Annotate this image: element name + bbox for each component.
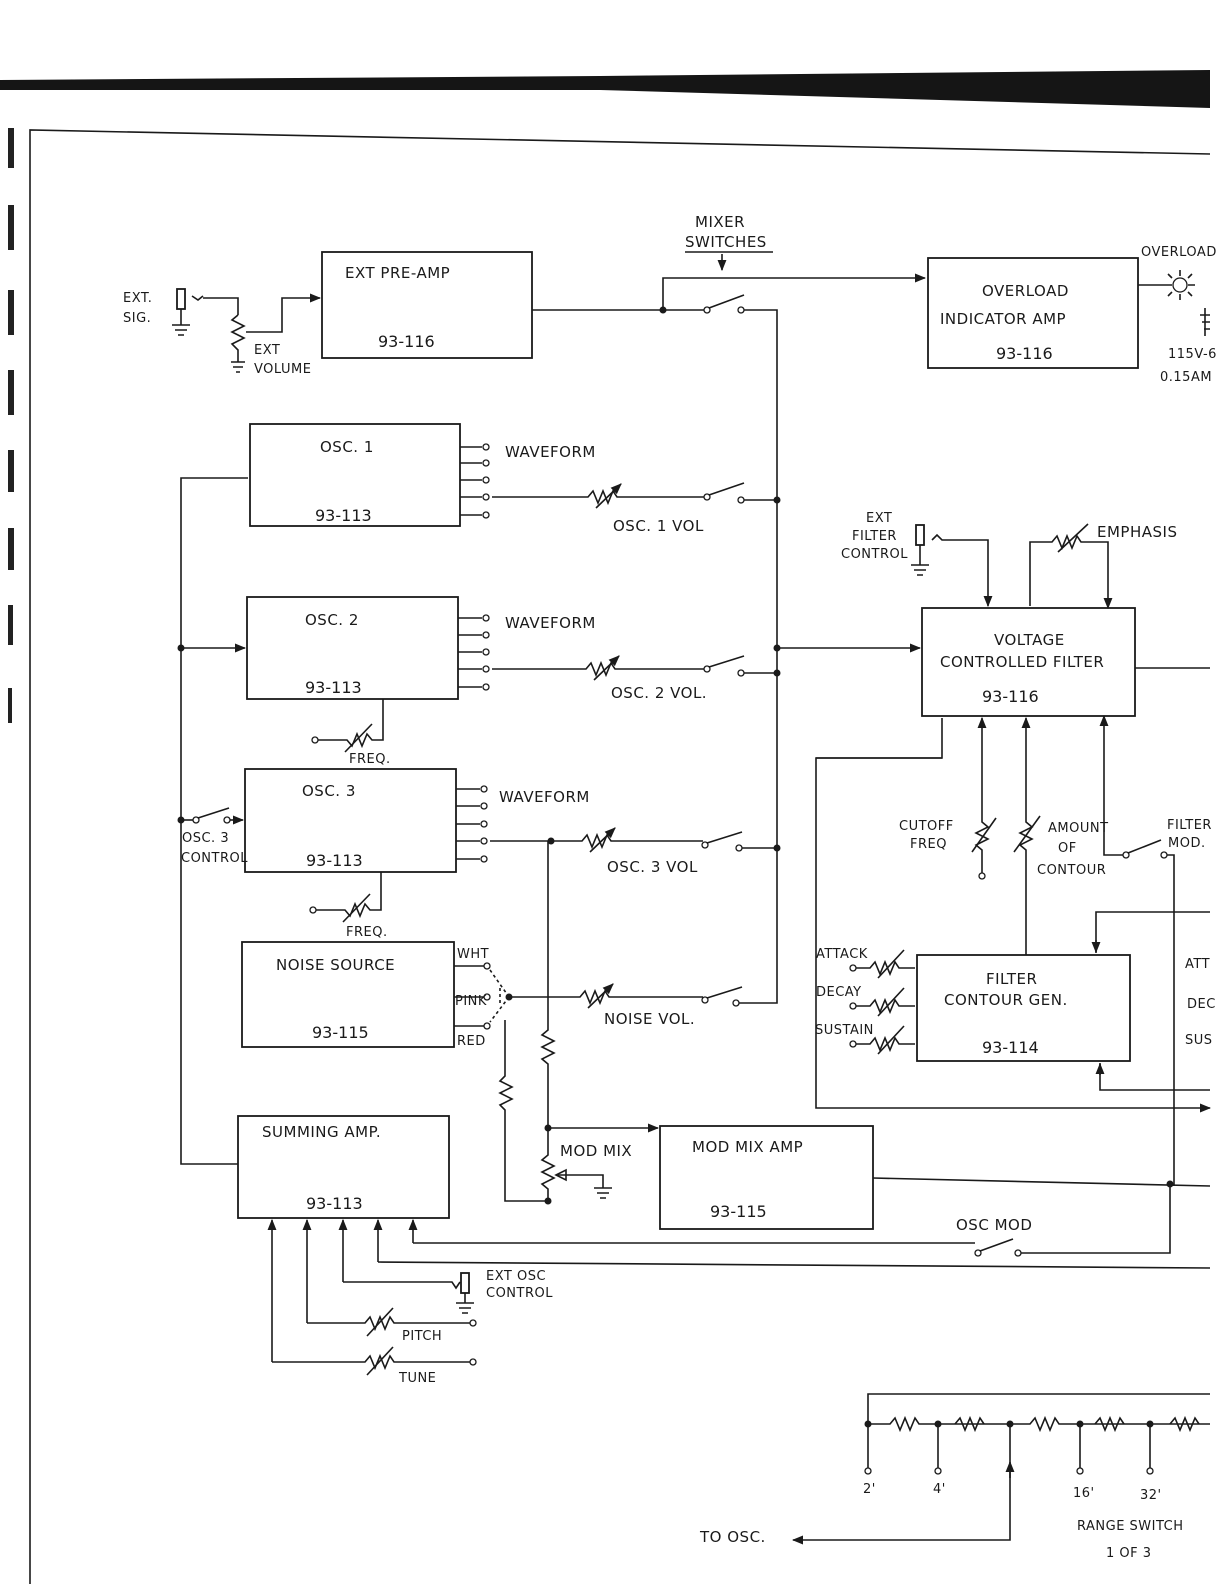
- osc3-control-label-1: OSC. 3: [182, 831, 229, 846]
- osc3-control-label-2: CONTROL: [181, 851, 248, 866]
- summing-amp-block: SUMMING AMP. 93-113: [237, 1115, 450, 1219]
- decay-label: DECAY: [816, 985, 862, 1000]
- ext-osc-control-label-1: EXT OSC: [486, 1269, 546, 1284]
- mod-mix-amp-block: MOD MIX AMP 93-115: [659, 1125, 874, 1230]
- ext-volume-label-2: VOLUME: [254, 362, 311, 377]
- osc2-block: OSC. 2 93-113: [246, 596, 459, 700]
- osc1-part: 93-113: [315, 506, 372, 525]
- top-edge-strip: [0, 70, 1210, 108]
- wiring: [172, 254, 1212, 1545]
- ext-preamp-title: EXT PRE-AMP: [345, 264, 450, 282]
- supply-label-2: 0.15AM: [1160, 370, 1212, 385]
- osc2-title: OSC. 2: [305, 611, 359, 629]
- vcf-block: VOLTAGE CONTROLLED FILTER 93-116: [921, 607, 1136, 717]
- overload-amp-title1: OVERLOAD: [982, 282, 1069, 300]
- filter-contour-title1: FILTER: [986, 970, 1037, 988]
- sustain-label-right: SUS: [1185, 1033, 1213, 1048]
- noise-red-label: RED: [457, 1034, 486, 1049]
- tune-label: TUNE: [398, 1371, 436, 1386]
- noise-pink-label: PINK: [455, 994, 487, 1009]
- overload-lamp-label: OVERLOAD: [1141, 245, 1217, 260]
- summing-amp-part: 93-113: [306, 1194, 363, 1213]
- osc2-waveform-label: WAVEFORM: [505, 614, 596, 632]
- range-switch-label-1: RANGE SWITCH: [1077, 1519, 1184, 1534]
- mod-mix-amp-part: 93-115: [710, 1202, 767, 1221]
- osc-mod-label: OSC MOD: [956, 1216, 1032, 1234]
- mixer-label-1: MIXER: [695, 213, 745, 231]
- noise-vol-label: NOISE VOL.: [604, 1010, 695, 1028]
- to-osc-label: TO OSC.: [699, 1528, 766, 1546]
- range-16ft-label: 16': [1073, 1486, 1095, 1501]
- ext-volume-label-1: EXT: [254, 343, 280, 358]
- overload-amp-part: 93-116: [996, 344, 1053, 363]
- ext-osc-control-label-2: CONTROL: [486, 1286, 553, 1301]
- noise-source-part: 93-115: [312, 1023, 369, 1042]
- overload-amp-block: OVERLOAD INDICATOR AMP 93-116: [927, 257, 1139, 369]
- osc3-vol-label: OSC. 3 VOL: [607, 858, 698, 876]
- amount-label-2: OF: [1058, 841, 1077, 856]
- ext-filter-label-1: EXT: [866, 511, 892, 526]
- noise-source-block: NOISE SOURCE 93-115: [241, 941, 455, 1048]
- osc3-part: 93-113: [306, 851, 363, 870]
- osc2-freq-label: FREQ.: [349, 752, 391, 767]
- osc1-block: OSC. 1 93-113: [249, 423, 461, 527]
- osc1-vol-label: OSC. 1 VOL: [613, 517, 704, 535]
- filter-mod-label-2: MOD.: [1168, 836, 1206, 851]
- vcf-part: 93-116: [982, 687, 1039, 706]
- range-switch-label-2: 1 OF 3: [1106, 1546, 1152, 1561]
- decay-label-right: DEC: [1187, 997, 1216, 1012]
- cutoff-label-2: FREQ: [910, 837, 947, 852]
- ext-sig-label-2: SIG.: [123, 311, 151, 326]
- attack-label: ATTACK: [816, 947, 868, 962]
- vcf-title2: CONTROLLED FILTER: [940, 653, 1104, 671]
- supply-label-1: 115V-6: [1168, 347, 1217, 362]
- cutoff-label-1: CUTOFF: [899, 819, 954, 834]
- osc1-title: OSC. 1: [320, 438, 374, 456]
- osc3-freq-label: FREQ.: [346, 925, 388, 940]
- osc2-part: 93-113: [305, 678, 362, 697]
- osc2-vol-label: OSC. 2 VOL.: [611, 684, 707, 702]
- filter-contour-title2: CONTOUR GEN.: [944, 991, 1068, 1009]
- overload-amp-title2: INDICATOR AMP: [940, 310, 1066, 328]
- filter-contour-block: FILTER CONTOUR GEN. 93-114: [916, 954, 1131, 1062]
- pitch-label: PITCH: [402, 1329, 442, 1344]
- range-2ft-label: 2': [863, 1482, 876, 1497]
- binder-marks: [8, 128, 14, 723]
- ext-filter-label-2: FILTER: [852, 529, 897, 544]
- frame-border: [29, 129, 1211, 1584]
- mixer-label-2: SWITCHES: [685, 233, 767, 251]
- osc3-block: OSC. 3 93-113: [244, 768, 457, 873]
- amount-label-1: AMOUNT: [1048, 821, 1109, 836]
- filter-mod-label-1: FILTER: [1167, 818, 1212, 833]
- emphasis-label: EMPHASIS: [1097, 523, 1177, 541]
- range-4ft-label: 4': [933, 1482, 946, 1497]
- range-32ft-label: 32': [1140, 1488, 1162, 1503]
- osc1-waveform-label: WAVEFORM: [505, 443, 596, 461]
- filter-contour-part: 93-114: [982, 1038, 1039, 1057]
- noise-white-label: WHT: [457, 947, 489, 962]
- ext-preamp-block: EXT PRE-AMP 93-116: [321, 251, 533, 359]
- osc3-waveform-label: WAVEFORM: [499, 788, 590, 806]
- attack-label-right: ATT: [1185, 957, 1210, 972]
- mod-mix-label: MOD MIX: [560, 1142, 632, 1160]
- ext-sig-label-1: EXT.: [123, 291, 152, 306]
- ext-preamp-part: 93-116: [378, 332, 435, 351]
- sustain-label: SUSTAIN: [815, 1023, 874, 1038]
- summing-amp-title: SUMMING AMP.: [262, 1123, 381, 1141]
- osc3-title: OSC. 3: [302, 782, 356, 800]
- amount-label-3: CONTOUR: [1037, 863, 1106, 878]
- ext-filter-label-3: CONTROL: [841, 547, 908, 562]
- noise-source-title: NOISE SOURCE: [276, 956, 395, 974]
- vcf-title1: VOLTAGE: [994, 631, 1065, 649]
- mod-mix-amp-title: MOD MIX AMP: [692, 1138, 803, 1156]
